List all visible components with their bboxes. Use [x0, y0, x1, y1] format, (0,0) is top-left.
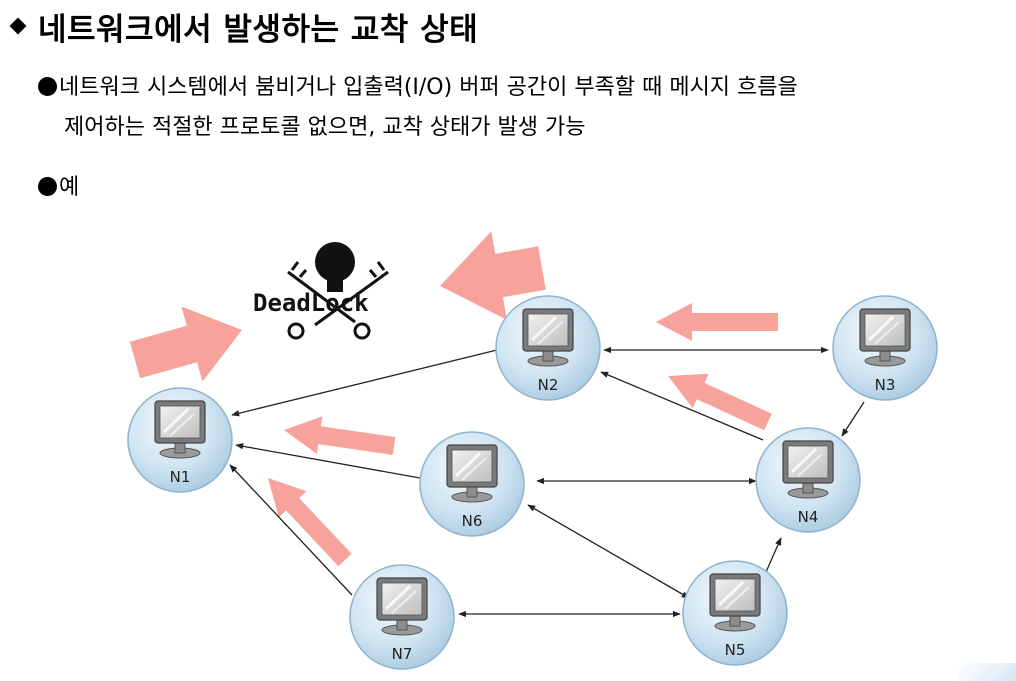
flow-arrow-n6-n1: [284, 416, 396, 455]
link-n7-n1: [229, 464, 353, 596]
skull-keys-icon: [287, 242, 389, 340]
link-n6-n1: [235, 443, 421, 479]
bullet-dot-icon: [38, 77, 57, 96]
node-label: N4: [798, 508, 819, 526]
flow-arrow-n2-deadlock: [440, 231, 546, 320]
node-label: N6: [462, 512, 483, 530]
flow-arrow-n4-n2: [668, 373, 772, 431]
link-n3-n4: [841, 401, 865, 437]
flow-arrow-n1-deadlock: [129, 306, 242, 382]
corner-decoration: [958, 663, 1016, 681]
node-n2: N2: [495, 295, 601, 401]
node-label: N2: [538, 376, 559, 394]
node-label: N5: [725, 641, 746, 659]
deadlock-logo: DeadLock: [253, 242, 389, 340]
node-n1: N1: [127, 387, 233, 493]
node-label: N3: [875, 376, 896, 394]
bullet-explanation: 네트워크 시스템에서 붐비거나 입출력(I/O) 버퍼 공간이 부족할 때 메시…: [38, 68, 1013, 148]
node-n5: N5: [682, 560, 788, 666]
bullet-example-text: 예: [59, 175, 80, 200]
bullet-line-2: 제어하는 적절한 프로토콜 없으면, 교착 상태가 발생 가능: [64, 115, 586, 140]
flow-arrow-n7-n1: [268, 478, 352, 567]
node-n7: N7: [349, 564, 455, 670]
bullet-example: 예: [38, 168, 79, 208]
flow-arrow-n3-n2: [656, 303, 778, 341]
link-n6-n5: [527, 504, 690, 599]
bullet-dot-icon: [38, 177, 57, 196]
title-text: 네트워크에서 발생하는 교착 상태: [38, 11, 479, 48]
slide-title: 네트워크에서 발생하는 교착 상태: [8, 4, 478, 48]
node-label: N7: [392, 645, 413, 663]
link-n2-n1: [231, 349, 498, 417]
node-n4: N4: [755, 427, 861, 533]
link-n5-n4: [765, 537, 782, 573]
node-label: N1: [170, 468, 191, 486]
bullet-line-1: 네트워크 시스템에서 붐비거나 입출력(I/O) 버퍼 공간이 부족할 때 메시…: [59, 75, 798, 100]
link-n4-n2: [600, 371, 764, 441]
node-n3: N3: [832, 295, 938, 401]
node-n6: N6: [419, 431, 525, 537]
deadlock-logo-text: DeadLock: [253, 289, 369, 317]
